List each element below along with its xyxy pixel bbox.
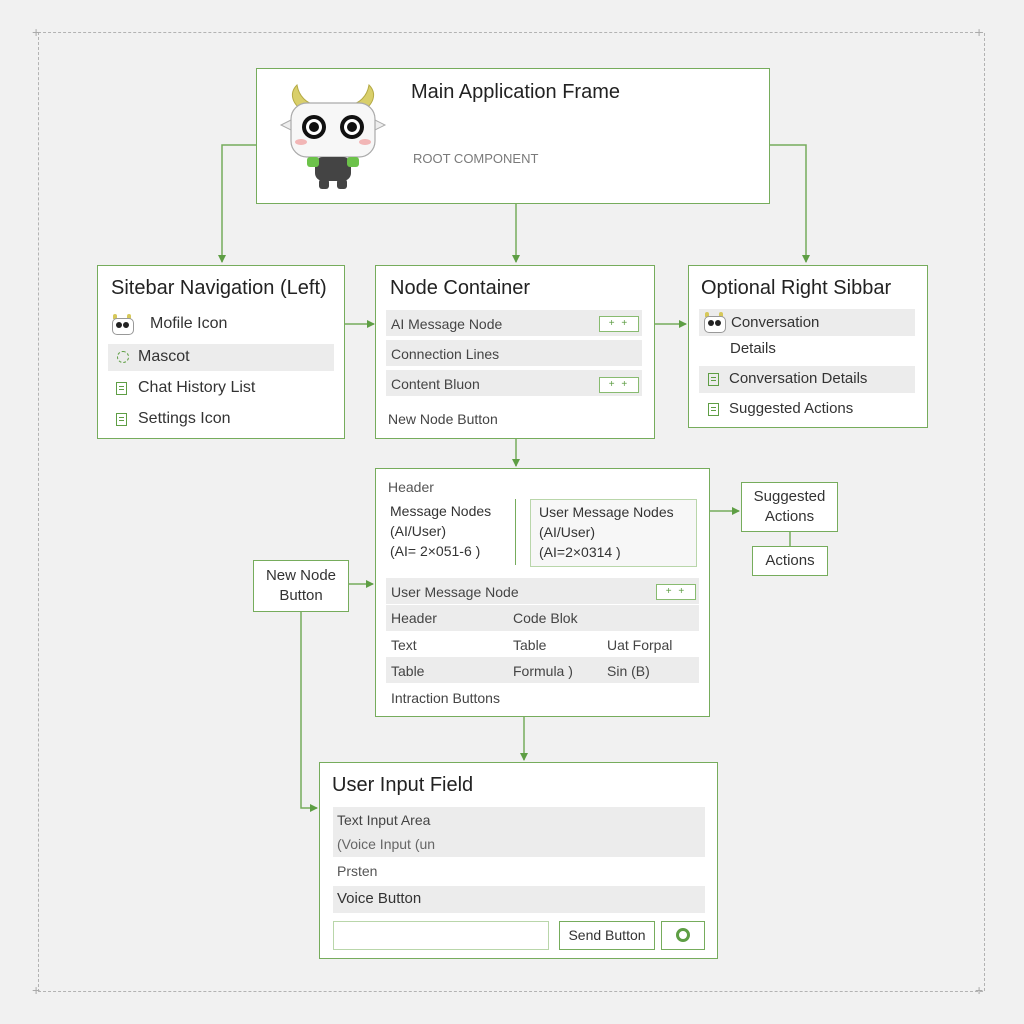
grid-cell: Code Blok bbox=[513, 610, 578, 626]
main-frame-title: Main Application Frame bbox=[411, 81, 620, 103]
ai-column-line2: (AI/User) bbox=[390, 523, 446, 539]
node-container-title: Node Container bbox=[390, 277, 531, 299]
sidebar-navigation-box: Sitebar Navigation (Left) Mofile Icon Ma… bbox=[97, 265, 345, 439]
sidebar-item-mascot[interactable]: Mascot bbox=[138, 348, 190, 365]
grid-cell: Sin (B) bbox=[607, 663, 650, 679]
ai-column-line1: Message Nodes bbox=[390, 503, 492, 519]
user-column-line3: (AI=2×0314 ) bbox=[539, 544, 621, 560]
user-input-field-box: User Input Field Text Input Area (Voice … bbox=[319, 762, 718, 959]
user-column-line1: User Message Nodes bbox=[539, 504, 674, 520]
mascot-icon bbox=[703, 312, 726, 333]
message-nodes-box: Header Message Nodes (AI/User) (AI= 2×05… bbox=[375, 468, 710, 717]
ai-column-line3: (AI= 2×051-6 ) bbox=[390, 543, 481, 559]
corner-mark: + bbox=[32, 982, 41, 998]
corner-mark: + bbox=[32, 24, 41, 40]
sidebar-item-highlight bbox=[108, 344, 334, 371]
node-item-content-button[interactable]: Content Bluon bbox=[391, 376, 480, 392]
record-button[interactable] bbox=[661, 921, 705, 950]
mascot-icon bbox=[117, 351, 129, 363]
text-input-area[interactable] bbox=[333, 807, 705, 857]
document-icon bbox=[708, 403, 719, 416]
add-icon[interactable]: + + bbox=[656, 584, 696, 600]
right-item-suggested-actions[interactable]: Suggested Actions bbox=[729, 400, 854, 417]
document-icon bbox=[708, 373, 719, 386]
grid-cell: Table bbox=[513, 637, 547, 653]
sidebar-left-title: Sitebar Navigation (Left) bbox=[111, 277, 327, 299]
suggested-actions-box[interactable]: Suggested Actions bbox=[741, 482, 838, 532]
voice-button-row bbox=[333, 886, 705, 913]
text-input-area-label: Text Input Area bbox=[337, 812, 431, 828]
main-frame-subtitle: ROOT COMPONENT bbox=[413, 151, 539, 166]
node-item-new-node-button[interactable]: New Node Button bbox=[388, 411, 498, 427]
add-icon[interactable]: + + bbox=[599, 316, 639, 332]
list-item bbox=[386, 578, 699, 604]
diagram-frame bbox=[38, 32, 985, 992]
node-item-ai-message[interactable]: AI Message Node bbox=[391, 316, 503, 332]
new-node-button[interactable]: New Node Button bbox=[253, 560, 349, 612]
right-item-conversation-details[interactable]: Conversation Details bbox=[729, 370, 868, 387]
sidebar-item-settings-icon[interactable]: Settings Icon bbox=[138, 410, 231, 427]
actions-button[interactable]: Actions bbox=[752, 546, 828, 576]
corner-mark: + bbox=[975, 24, 984, 40]
record-icon bbox=[676, 928, 690, 942]
new-node-line1: New Node bbox=[265, 567, 337, 584]
sidebar-item-mobile-icon[interactable]: Mofile Icon bbox=[150, 315, 228, 332]
right-item-details[interactable]: Details bbox=[730, 340, 776, 357]
list-item bbox=[699, 309, 915, 336]
message-header-label: Header bbox=[388, 479, 434, 495]
user-input-title: User Input Field bbox=[332, 774, 474, 796]
right-sidebar-box: Optional Right Sibbar Conversation Detai… bbox=[688, 265, 928, 428]
suggested-actions-line1: Suggested bbox=[753, 488, 826, 505]
prsten-label: Prsten bbox=[337, 863, 378, 879]
list-item bbox=[386, 340, 642, 366]
actions-label: Actions bbox=[765, 552, 815, 569]
send-button[interactable]: Send Button bbox=[559, 921, 655, 950]
grid-cell: Uat Forpal bbox=[607, 637, 673, 653]
table-row bbox=[386, 657, 699, 683]
suggested-actions-line2: Actions bbox=[764, 508, 815, 525]
node-item-connection-lines[interactable]: Connection Lines bbox=[391, 346, 500, 362]
user-column-line2: (AI/User) bbox=[539, 524, 595, 540]
node-container-box: Node Container AI Message Node + + Conne… bbox=[375, 265, 655, 439]
mascot-illustration bbox=[279, 83, 387, 189]
voice-input-label: (Voice Input (un bbox=[337, 836, 436, 852]
table-row bbox=[386, 605, 699, 631]
mobile-icon bbox=[111, 314, 134, 335]
user-message-nodes-card bbox=[530, 499, 697, 567]
add-icon[interactable]: + + bbox=[599, 377, 639, 393]
grid-cell: Header bbox=[391, 610, 437, 626]
main-application-frame: Main Application Frame ROOT COMPONENT bbox=[256, 68, 770, 204]
grid-cell: Table bbox=[391, 663, 425, 679]
interaction-buttons-label[interactable]: Intraction Buttons bbox=[391, 690, 500, 706]
document-icon bbox=[116, 413, 127, 426]
voice-button[interactable]: Voice Button bbox=[337, 890, 422, 907]
new-node-line2: Button bbox=[279, 587, 323, 604]
corner-mark: + bbox=[975, 982, 984, 998]
message-input[interactable] bbox=[333, 921, 549, 950]
user-message-node-label[interactable]: User Message Node bbox=[391, 584, 519, 600]
right-item-conversation[interactable]: Conversation bbox=[731, 314, 820, 331]
grid-cell: Formula ) bbox=[513, 663, 573, 679]
grid-cell: Text bbox=[391, 637, 417, 653]
right-sidebar-title: Optional Right Sibbar bbox=[701, 277, 892, 299]
document-icon bbox=[116, 382, 127, 395]
list-item bbox=[699, 366, 915, 393]
column-divider bbox=[515, 499, 516, 565]
sidebar-item-chat-history[interactable]: Chat History List bbox=[138, 379, 256, 396]
